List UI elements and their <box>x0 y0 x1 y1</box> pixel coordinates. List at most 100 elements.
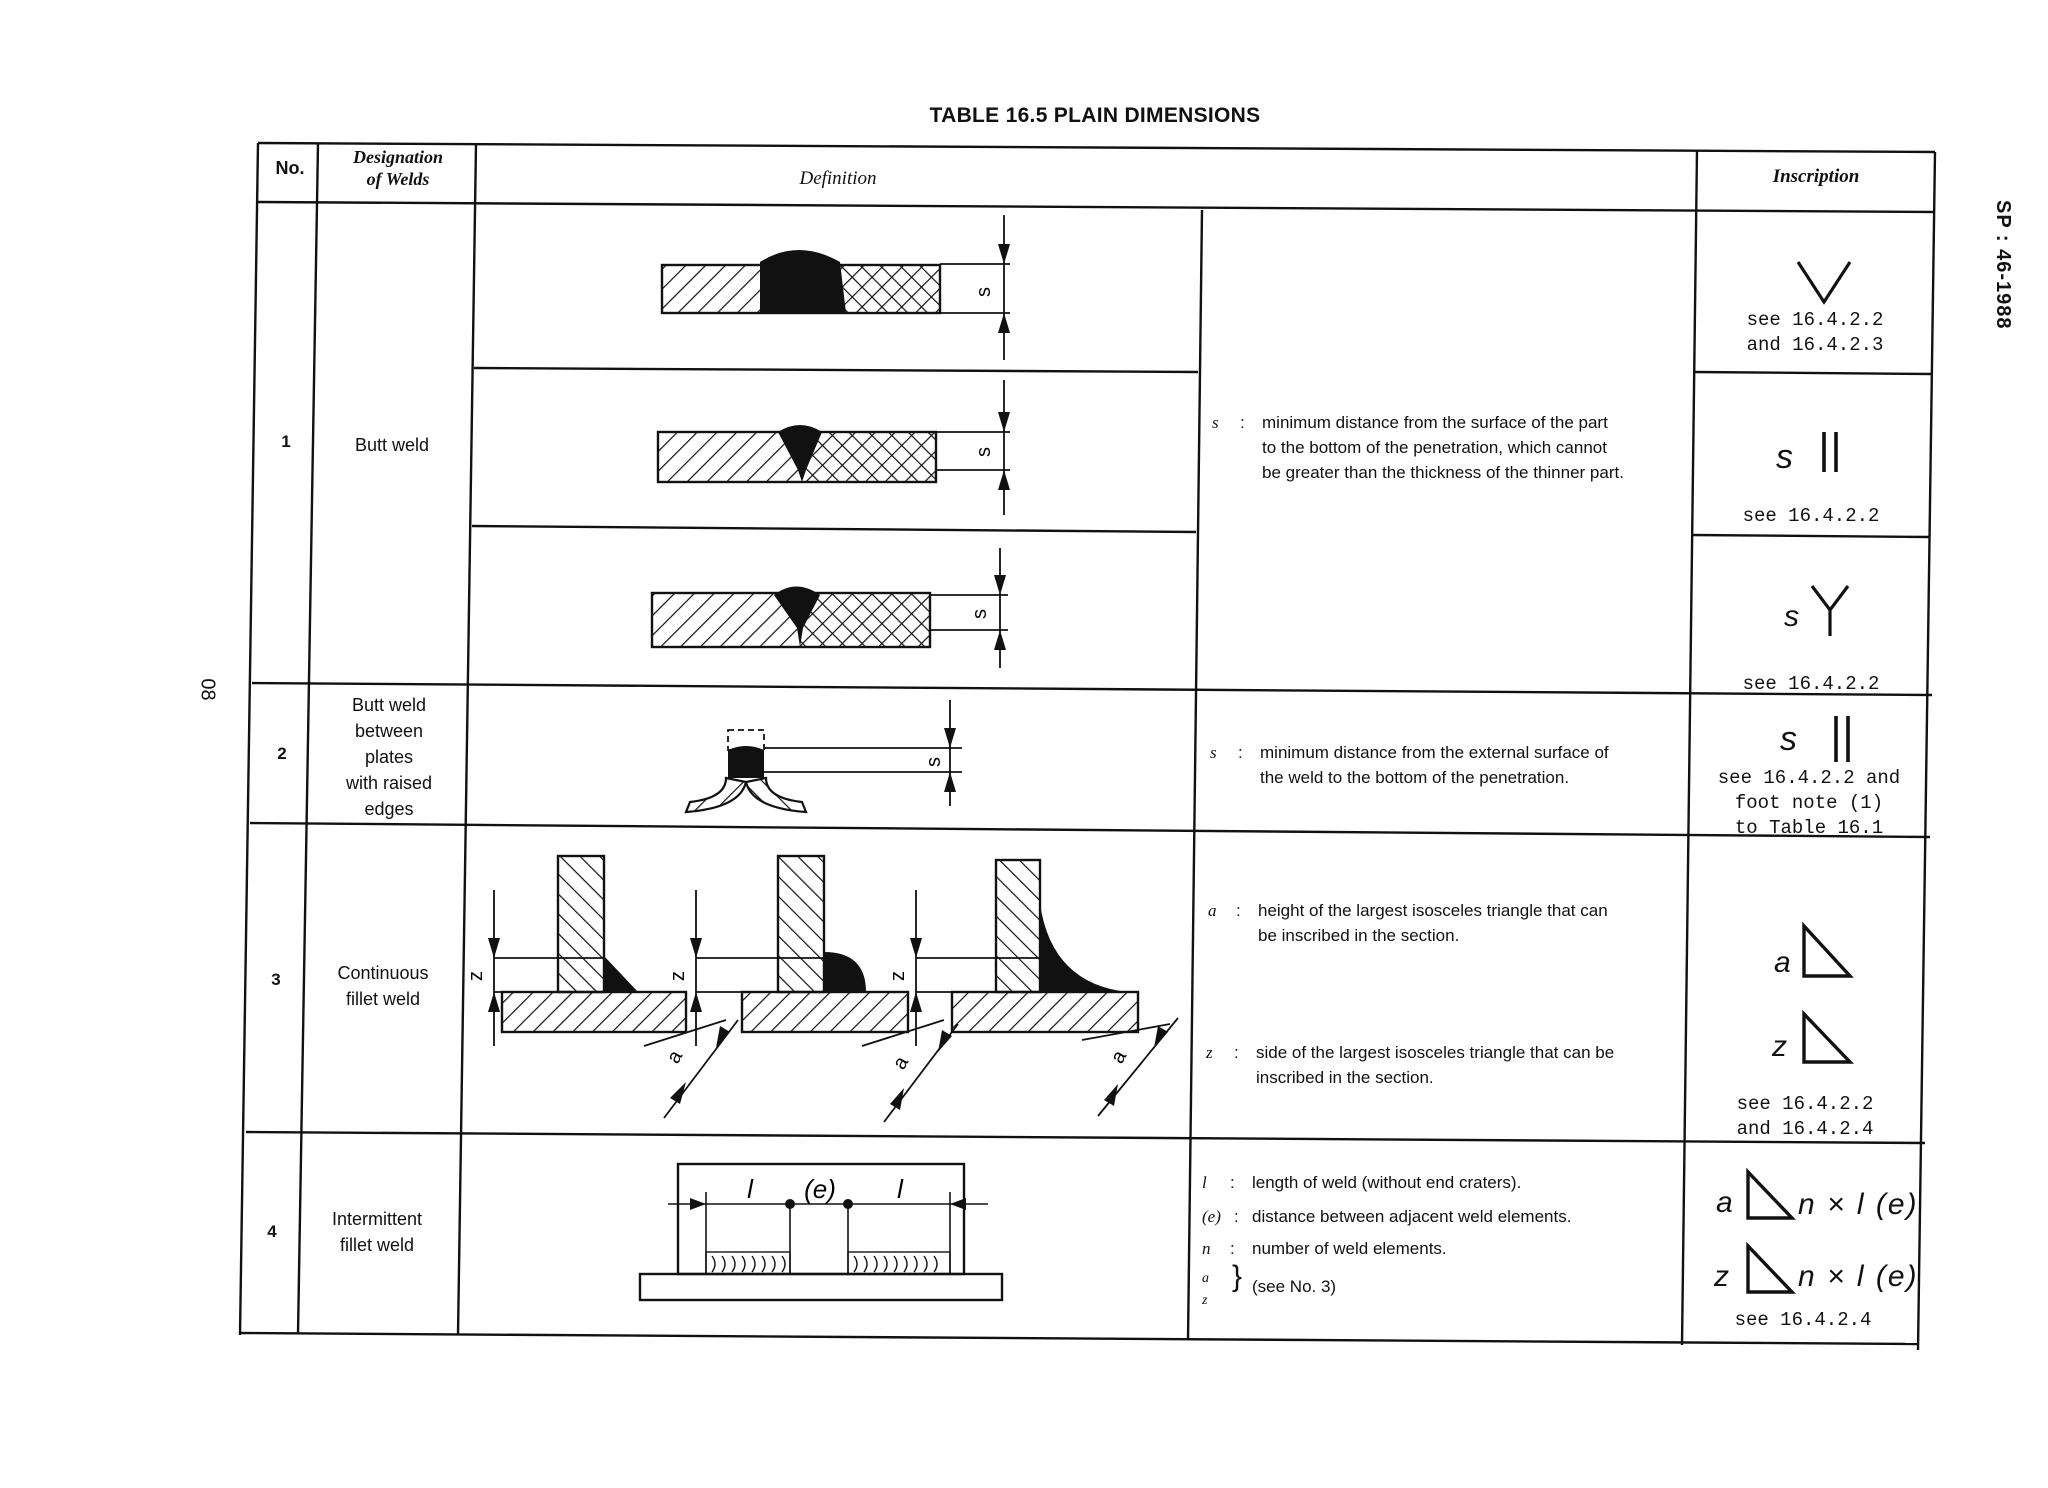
fillet-weld-figure-3 <box>910 858 1179 1117</box>
definition-separator: : <box>1230 1173 1235 1192</box>
definition-text: length of weld (without end craters). <box>1252 1173 1522 1192</box>
designation-line: edges <box>364 799 414 819</box>
inscription-prefix: s <box>1780 720 1797 758</box>
intermittent-weld-figure <box>638 1162 1004 1302</box>
definition-symbol: n <box>1202 1239 1211 1258</box>
inscription-line: see 16.4.2.2 <box>1736 1093 1874 1115</box>
header-no: No. <box>275 158 305 178</box>
figure-label-s: s <box>923 757 945 767</box>
butt-weld-figure-3 <box>650 548 1008 668</box>
document-code: SP : 46-1988 <box>1992 200 2014 330</box>
row-number: 4 <box>267 1222 277 1241</box>
definition-e-row4: (e) : distance between adjacent weld ele… <box>1202 1204 1682 1234</box>
inscription-row3: see 16.4.2.2 and 16.4.2.4 <box>1690 1092 1920 1142</box>
definition-symbol: s <box>1212 413 1219 432</box>
figure-label-z: z <box>465 971 487 981</box>
inscription-formula: n × l (e) <box>1798 1260 1919 1293</box>
definition-line: to the bottom of the penetration, which … <box>1262 438 1607 457</box>
inscription-v: see 16.4.2.2 and 16.4.2.3 <box>1700 308 1930 358</box>
inscription-prefix: a <box>1716 1186 1733 1219</box>
definition-text: height of the largest isosceles triangle… <box>1258 898 1608 948</box>
definition-text: minimum distance from the surface of the… <box>1262 410 1624 485</box>
header-designation-line1: Designation <box>352 147 444 167</box>
inscription-prefix: z <box>1714 1260 1729 1293</box>
designation-line: between <box>354 721 424 741</box>
definition-line: be greater than the thickness of the thi… <box>1262 463 1624 482</box>
definition-line: minimum distance from the external surfa… <box>1260 743 1609 762</box>
definition-symbol: z <box>1206 1043 1213 1062</box>
table-title: TABLE 16.5 PLAIN DIMENSIONS <box>929 104 1261 127</box>
definition-line: height of the largest isosceles triangle… <box>1258 901 1608 920</box>
designation-row1: Butt weld <box>354 435 430 455</box>
designation-line: Continuous <box>337 963 429 983</box>
definition-symbol: l <box>1202 1173 1207 1192</box>
raised-edge-weld-figure <box>684 700 962 814</box>
designation-line: Butt weld <box>351 695 427 715</box>
inscription-y: see 16.4.2.2 <box>1742 673 1880 695</box>
header-inscription: Inscription <box>1772 166 1860 187</box>
header-designation: Designation of Welds <box>322 146 474 190</box>
definition-s-row2: s : minimum distance from the external s… <box>1210 740 1690 800</box>
definition-line: minimum distance from the surface of the… <box>1262 413 1608 432</box>
definition-line: inscribed in the section. <box>1256 1068 1434 1087</box>
designation-line: fillet weld <box>339 1235 415 1255</box>
inscription-line: to Table 16.1 <box>1734 817 1884 839</box>
inscription-line: and 16.4.2.3 <box>1746 334 1884 356</box>
inscription-line: foot note (1) <box>1734 792 1884 814</box>
figure-label-a: a <box>1106 1046 1131 1067</box>
figure-label-s: s <box>969 609 991 619</box>
designation-line: plates <box>364 747 414 767</box>
designation-row3: Continuous fillet weld <box>308 960 458 1012</box>
inscription-formula: n × l (e) <box>1798 1188 1919 1221</box>
definition-line: the weld to the bottom of the penetratio… <box>1260 768 1570 787</box>
inscription-prefix: z <box>1772 1030 1787 1063</box>
definition-az-row4: a z } (see No. 3) <box>1202 1262 1682 1318</box>
figure-label-e: (e) <box>804 1174 836 1204</box>
definition-separator: : <box>1234 1207 1239 1226</box>
figure-label-s: s <box>973 447 995 457</box>
figure-label-z: z <box>667 971 689 981</box>
header-definition: Definition <box>799 168 877 189</box>
figure-label-s: s <box>973 287 995 297</box>
row-number: 3 <box>271 970 281 989</box>
inscription-symbols <box>1746 261 1854 1294</box>
definition-text: (see No. 3) <box>1252 1277 1337 1296</box>
row-number: 2 <box>277 744 287 763</box>
definition-line: be inscribed in the section. <box>1258 926 1460 945</box>
designation-line: Intermittent <box>331 1209 423 1229</box>
designation-line: with raised <box>345 773 433 793</box>
definition-n-row4: n : number of weld elements. <box>1202 1236 1682 1266</box>
definition-l-row4: l : length of weld (without end craters)… <box>1202 1170 1682 1200</box>
inscription-prefix: a <box>1774 946 1791 979</box>
designation-row4: Intermittent fillet weld <box>302 1206 452 1258</box>
fillet-weld-figure-1 <box>488 854 739 1119</box>
definition-a-row3: a : height of the largest isosceles tria… <box>1208 898 1688 958</box>
figure-label-l: l <box>747 1174 754 1204</box>
definition-symbol: a <box>1208 901 1217 920</box>
definition-s-row1: s : minimum distance from the surface of… <box>1212 410 1692 490</box>
definition-symbol: s <box>1210 743 1217 762</box>
definition-text: number of weld elements. <box>1252 1239 1447 1258</box>
definition-separator: : <box>1236 901 1241 920</box>
definition-z-row3: z : side of the largest isosceles triang… <box>1206 1040 1686 1100</box>
inscription-double-bar: see 16.4.2.2 <box>1742 505 1880 527</box>
figure-label-a: a <box>662 1046 687 1067</box>
definition-text: minimum distance from the external surfa… <box>1260 740 1609 790</box>
definition-text: distance between adjacent weld elements. <box>1252 1207 1572 1226</box>
definition-separator: : <box>1240 413 1245 432</box>
definition-line: side of the largest isosceles triangle t… <box>1256 1043 1615 1062</box>
figure-label-z: z <box>887 971 909 981</box>
inscription-row2: see 16.4.2.2 and foot note (1) to Table … <box>1694 766 1924 841</box>
definition-symbol: a z <box>1202 1271 1209 1308</box>
inscription-line: see 16.4.2.2 <box>1746 309 1884 331</box>
row-number: 1 <box>281 432 291 451</box>
definition-separator: : <box>1234 1043 1239 1062</box>
definition-separator: : <box>1230 1239 1235 1258</box>
designation-row2: Butt weld between plates with raised edg… <box>314 692 464 822</box>
designation-line: fillet weld <box>345 989 421 1009</box>
fillet-weld-figure-2 <box>690 854 959 1123</box>
inscription-prefix: s <box>1776 438 1793 476</box>
definition-text: side of the largest isosceles triangle t… <box>1256 1040 1614 1090</box>
inscription-row4-ref: see 16.4.2.4 <box>1734 1309 1872 1331</box>
